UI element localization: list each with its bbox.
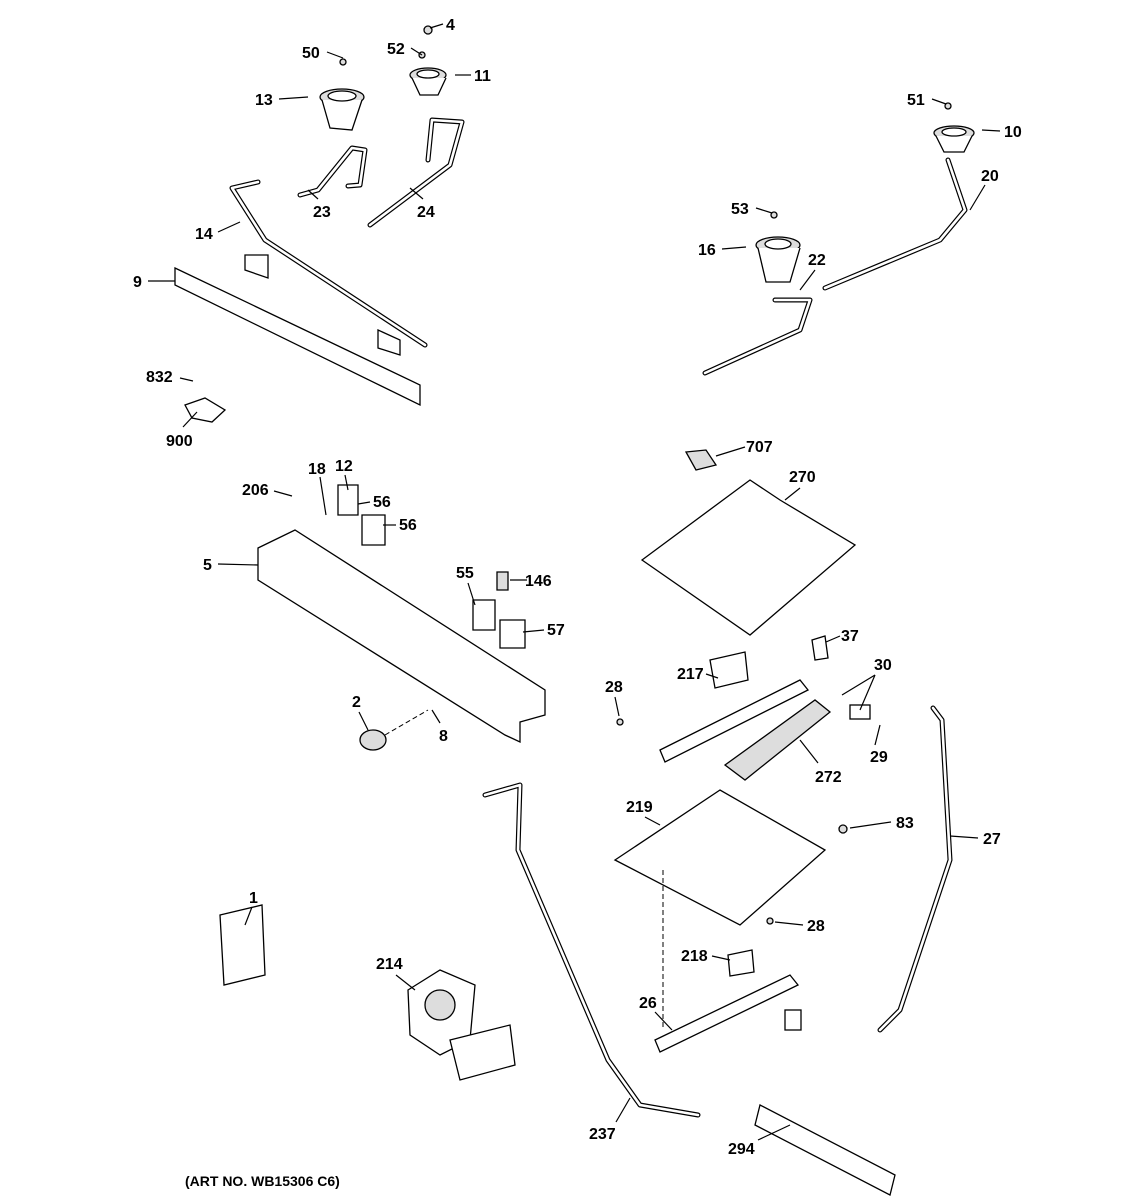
callout-20: 20 (981, 168, 999, 185)
callout-219: 219 (626, 799, 653, 816)
callout-37: 37 (841, 628, 859, 645)
callout-16: 16 (698, 242, 716, 259)
callout-28a: 28 (605, 679, 623, 696)
callout-832: 832 (146, 369, 173, 386)
leader-lines (148, 23, 1001, 1141)
callout-30: 30 (874, 657, 892, 674)
callout-2: 2 (352, 694, 361, 711)
callout-50: 50 (302, 45, 320, 62)
callout-28b: 28 (807, 918, 825, 935)
callout-900: 900 (166, 433, 193, 450)
callout-4: 4 (446, 17, 455, 34)
callout-22: 22 (808, 252, 826, 269)
callout-12: 12 (335, 458, 353, 475)
manifold-panel-5 (257, 484, 546, 751)
callout-707: 707 (746, 439, 773, 456)
callout-214: 214 (376, 956, 403, 973)
callout-51: 51 (907, 92, 925, 109)
callout-294: 294 (728, 1141, 755, 1158)
callout-8: 8 (439, 728, 448, 745)
callout-55: 55 (456, 565, 474, 582)
callout-56a: 56 (373, 494, 391, 511)
callout-1: 1 (249, 890, 258, 907)
callout-13: 13 (255, 92, 273, 109)
gas-tubes (229, 117, 968, 1118)
callout-18: 18 (308, 461, 326, 478)
callout-labels: 4 50 52 11 13 51 10 23 24 14 20 53 16 22… (133, 17, 1022, 1189)
callout-23: 23 (313, 204, 331, 221)
callout-52: 52 (387, 41, 405, 58)
callout-9: 9 (133, 274, 142, 291)
callout-56b: 56 (399, 517, 417, 534)
callout-237: 237 (589, 1126, 616, 1143)
manifold-bracket-9 (174, 254, 421, 423)
callout-26: 26 (639, 995, 657, 1012)
burner-shields (613, 449, 857, 926)
callout-29: 29 (870, 749, 888, 766)
callout-10: 10 (1004, 124, 1022, 141)
callout-57: 57 (547, 622, 565, 639)
callout-270: 270 (789, 469, 816, 486)
regulator-and-misc (219, 904, 896, 1196)
callout-206: 206 (242, 482, 269, 499)
callout-218: 218 (681, 948, 708, 965)
top-burner-valves (319, 25, 975, 283)
art-number: (ART NO. WB15306 C6) (185, 1173, 340, 1189)
callout-272: 272 (815, 769, 842, 786)
oven-burners (616, 651, 871, 1053)
callout-14: 14 (195, 226, 213, 243)
callout-146: 146 (525, 573, 552, 590)
callout-24: 24 (417, 204, 435, 221)
callout-53: 53 (731, 201, 749, 218)
callout-5: 5 (203, 557, 212, 574)
callout-217: 217 (677, 666, 704, 683)
callout-83: 83 (896, 815, 914, 832)
callout-27: 27 (983, 831, 1001, 848)
callout-11: 11 (474, 68, 491, 85)
